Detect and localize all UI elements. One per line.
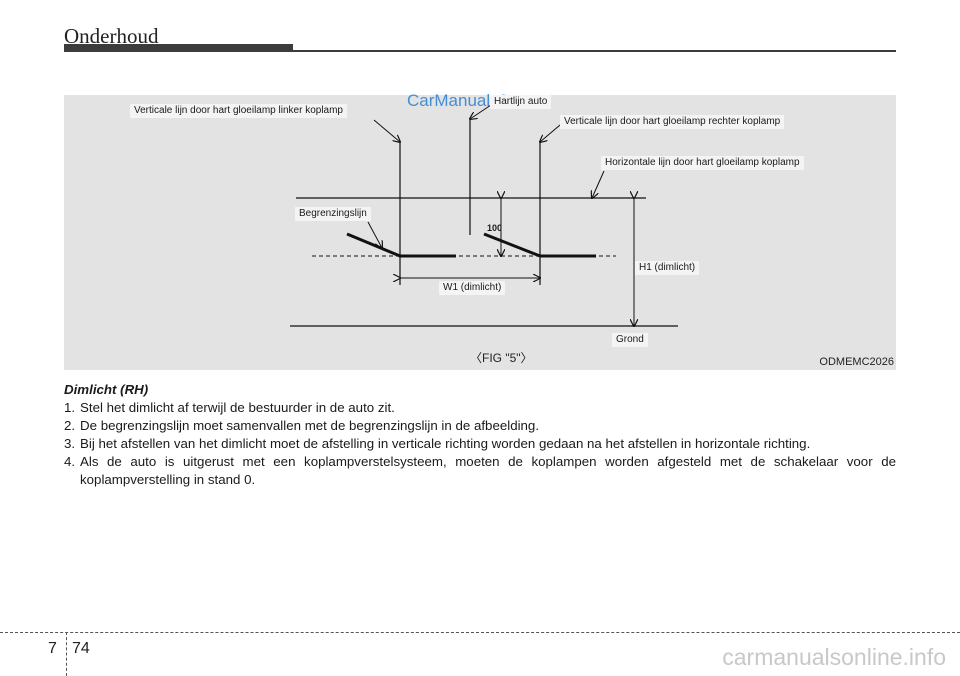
chapter-number: 7 [48,640,57,657]
leader-left-vertical [373,119,400,142]
step-text: Als de auto is uitgerust met een koplamp… [80,454,896,487]
header-rule-thick [64,44,293,51]
leader-horizontal [592,170,605,198]
label-w1: W1 (dimlicht) [439,281,506,295]
step-number: 4. [64,454,76,469]
label-right-vertical-line: Verticale lijn door hart gloeilamp recht… [560,115,785,129]
section-subtitle: Dimlicht (RH) [64,382,149,397]
leader-cutoff [367,221,382,248]
step-3: 3. Bij het afstellen van het dimlicht mo… [64,435,896,453]
site-watermark: carmanualsonline.info [722,644,946,670]
figure-code: ODMEMC2026 [819,356,894,368]
header-rule-thin [64,50,896,52]
footer-divider [0,632,960,633]
step-text: Stel het dimlicht af terwijl de bestuurd… [80,400,395,415]
label-cutoff-line: Begrenzingslijn [295,207,371,221]
step-number: 3. [64,436,76,451]
step-1: 1. Stel het dimlicht af terwijl de bestu… [64,399,896,417]
label-left-vertical-line: Verticale lijn door hart gloeilamp linke… [130,104,347,118]
page-number: 74 [72,640,90,657]
step-2: 2. De begrenzingslijn moet samenvallen m… [64,417,896,435]
label-100: 100 [487,223,503,233]
left-beam-pattern [346,232,456,258]
figure-caption: 〈FIG "5"〉 [470,351,533,365]
label-h1: H1 (dimlicht) [635,261,700,275]
step-4: 4. Als de auto is uitgerust met een kopl… [64,453,896,489]
label-ground: Grond [612,333,648,347]
step-text: Bij het afstellen van het dimlicht moet … [80,436,811,451]
footer-vertical-divider [66,632,67,676]
step-text: De begrenzingslijn moet samenvallen met … [80,418,540,433]
label-center-line: Hartlijn auto [490,95,552,109]
headlamp-aim-diagram: CarManuals2.com Verticale lijn door hart… [64,91,896,370]
diagram-drawing [290,102,678,370]
step-number: 2. [64,418,76,433]
instructions: Dimlicht (RH) 1. Stel het dimlicht af te… [64,381,896,489]
label-horizontal-line: Horizontale lijn door hart gloeilamp kop… [601,156,804,170]
step-number: 1. [64,400,76,415]
leader-right-vertical [540,124,561,142]
